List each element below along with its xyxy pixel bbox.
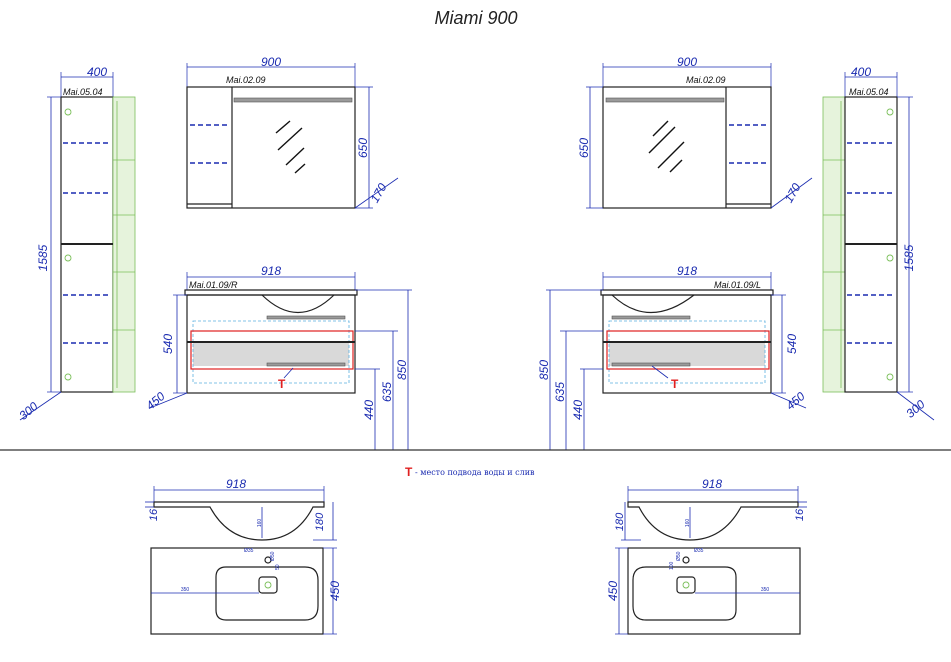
vanity-left: 918 Mai.01.09/R T 540 450 440 635 850 (143, 264, 412, 450)
mirror-height-label: 650 (356, 138, 370, 158)
drawing-title: Miami 900 (434, 8, 517, 28)
vanity-right: 918 Mai.01.09/L T 540 450 850 635 440 (537, 264, 808, 450)
vanity-code-right: Mai.01.09/R (189, 280, 238, 290)
basin-top-depth-label: 450 (328, 581, 342, 601)
legend: T - место подвода воды и слив (405, 465, 535, 479)
pencil-case-depth-label: 300 (16, 399, 41, 423)
mirror-width-label: 900 (261, 55, 281, 69)
gap-b-label-right: 100 (669, 561, 675, 570)
vanity-code-left: Mai.01.09/L (714, 280, 761, 290)
basin-rim-label: 16 (148, 508, 160, 521)
vanity-width-label: 918 (261, 264, 281, 278)
basin-depth-label: 180 (314, 512, 326, 531)
supply-marker-left: T (278, 377, 286, 391)
vanity-body-height-label: 540 (161, 334, 175, 354)
basin-rim-label-right: 16 (794, 508, 806, 521)
mirror-code-right: Mai.02.09 (686, 75, 726, 85)
pencil-case-width-label-right: 400 (851, 65, 871, 79)
faucet-hole-label: Ø35 (244, 548, 254, 554)
pencil-case-right: 400 Mai.05.04 1585 300 (822, 65, 935, 421)
mirror-code: Mai.02.09 (226, 75, 266, 85)
floor-middle-label: 635 (380, 382, 394, 402)
floor-middle-label-right: 635 (553, 382, 567, 402)
mirror-cabinet-left: 900 Mai.02.09 650 170 (186, 55, 399, 209)
basin-top-left: 350 Ø35 Ø50 50 450 (150, 547, 342, 635)
vanity-depth-label: 450 (143, 389, 168, 413)
pencil-case-code: Mai.05.04 (63, 87, 103, 97)
floor-bottom-label: 440 (362, 400, 376, 420)
drain-hole-label: Ø50 (270, 551, 276, 561)
vanity-body-height-label-right: 540 (785, 334, 799, 354)
basin-profile-right: 918 160 16 180 (614, 477, 807, 541)
basin-width-label-right: 918 (702, 477, 722, 491)
supply-marker-right: T (671, 377, 679, 391)
basin-bowl-label-right: 160 (685, 519, 691, 528)
mirror-cabinet-right: 900 Mai.02.09 650 170 (577, 55, 813, 209)
mirror-depth-label: 170 (367, 181, 389, 206)
legend-text: - место подвода воды и слив (415, 468, 535, 477)
pencil-case-code-right: Mai.05.04 (849, 87, 889, 97)
basin-width-label: 918 (226, 477, 246, 491)
basin-offset-label-right: 350 (761, 587, 770, 593)
pencil-case-depth-label-right: 300 (903, 397, 928, 421)
pencil-case-height-label: 1585 (36, 244, 50, 271)
pencil-case-height-label-right: 1585 (902, 244, 916, 271)
basin-offset-label: 350 (181, 587, 190, 593)
mirror-width-label-right: 900 (677, 55, 697, 69)
basin-bowl-label: 160 (257, 519, 263, 528)
drain-hole-label-right: Ø50 (676, 551, 682, 561)
mirror-depth-label-right: 170 (781, 181, 803, 206)
basin-top-depth-label-right: 450 (606, 581, 620, 601)
basin-profile-left: 918 160 16 180 (145, 477, 337, 541)
vanity-width-label-right: 918 (677, 264, 697, 278)
basin-depth-label-right: 180 (614, 512, 626, 531)
vanity-depth-label-right: 450 (783, 389, 808, 413)
floor-top-label: 850 (395, 360, 409, 380)
pencil-case-left: 400 Mai.05.04 1585 300 (16, 65, 136, 423)
gap-a-label: 50 (275, 564, 281, 570)
basin-top-right: 350 Ø35 Ø50 100 450 (606, 547, 801, 635)
mirror-height-label-right: 650 (577, 138, 591, 158)
faucet-hole-label-right: Ø35 (694, 548, 704, 554)
floor-top-label-right: 850 (537, 360, 551, 380)
pencil-case-width-label: 400 (87, 65, 107, 79)
legend-mark: T (405, 465, 413, 479)
floor-bottom-label-right: 440 (571, 400, 585, 420)
